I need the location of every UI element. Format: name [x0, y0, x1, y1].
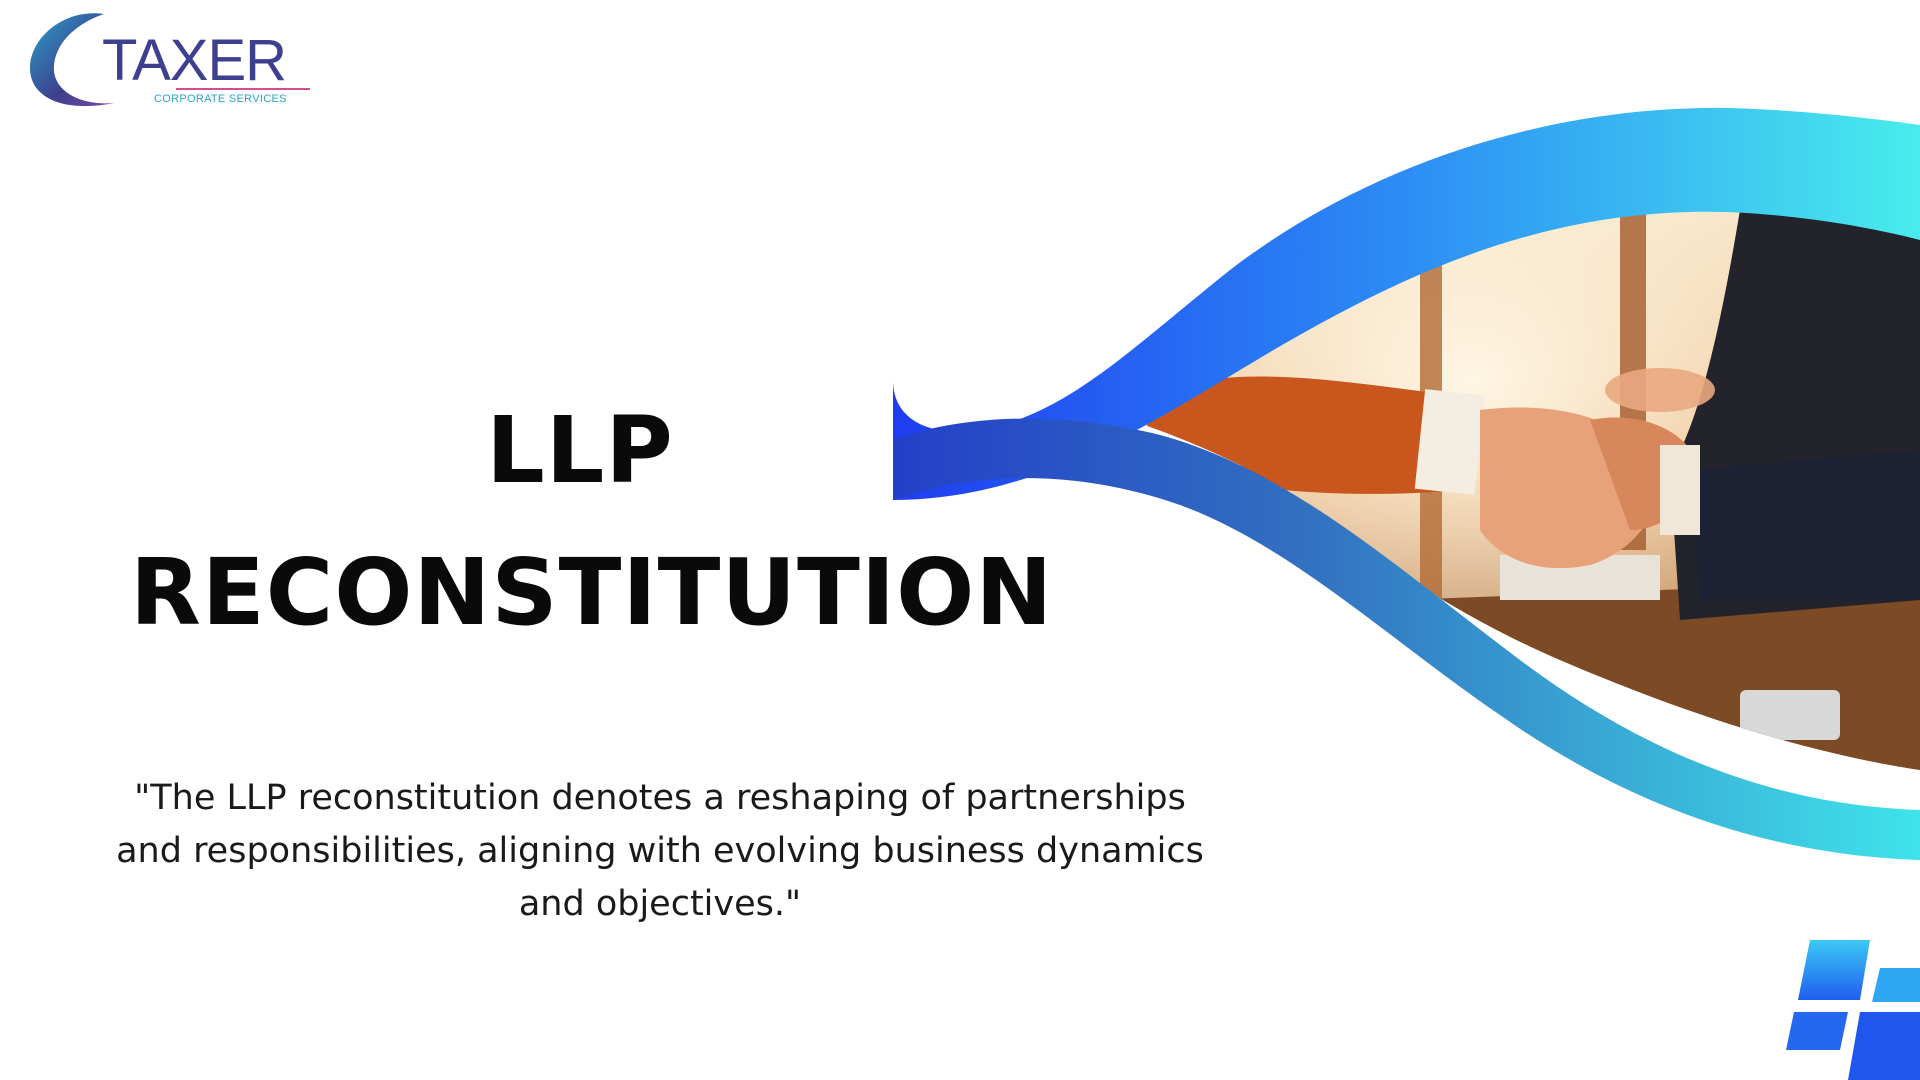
- lower-wave: [893, 418, 1920, 860]
- upper-wave: [893, 107, 1920, 500]
- logo-tagline: CORPORATE SERVICES: [154, 93, 287, 105]
- slide-title-line2: RECONSTITUTION: [130, 539, 1054, 646]
- window-tiles-icon: [1786, 940, 1920, 1080]
- logo-wordmark: TAXER: [102, 28, 287, 93]
- slide-title: LLP RECONSTITUTION: [130, 380, 1054, 664]
- logo-underline: [176, 88, 310, 90]
- brand-logo: TAXER CORPORATE SERVICES: [24, 8, 310, 113]
- handshake-photo: [1130, 210, 1920, 770]
- slide-quote: "The LLP reconstitution denotes a reshap…: [116, 778, 1204, 924]
- logo-swoosh-icon: [30, 13, 114, 107]
- slide-title-line1: LLP: [486, 397, 674, 504]
